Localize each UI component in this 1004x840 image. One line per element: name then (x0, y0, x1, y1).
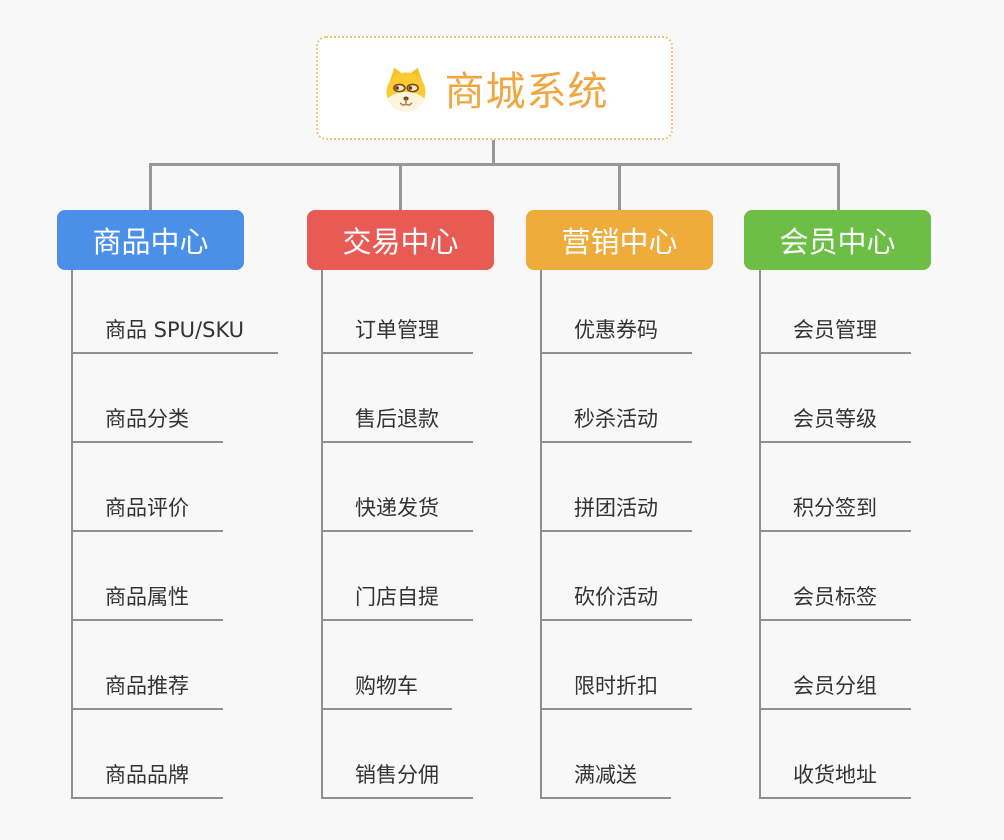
topic-item: 销售分佣 (323, 710, 473, 799)
topic-label[interactable]: 购物车 (323, 670, 452, 710)
topic-label[interactable]: 会员等级 (761, 403, 911, 443)
branch-node-product-center[interactable]: 商品中心 (57, 210, 244, 270)
topic-item: 会员等级 (761, 354, 911, 443)
topic-label[interactable]: 销售分佣 (323, 759, 473, 799)
root-title: 商城系统 (444, 69, 609, 115)
topic-label[interactable]: 商品属性 (73, 581, 223, 621)
topic-item: 购物车 (323, 621, 473, 710)
topic-label[interactable]: 快递发货 (323, 492, 473, 532)
topic-label[interactable]: 商品推荐 (73, 670, 223, 710)
topic-label[interactable]: 会员分组 (761, 670, 911, 710)
topic-item: 商品评价 (73, 443, 278, 532)
topic-item: 秒杀活动 (542, 354, 692, 443)
topic-item: 积分签到 (761, 443, 911, 532)
topic-item: 砍价活动 (542, 532, 692, 621)
topic-column-trade: 订单管理 售后退款 快递发货 门店自提 购物车 销售分佣 (321, 270, 473, 799)
topic-label[interactable]: 商品评价 (73, 492, 223, 532)
topic-label[interactable]: 门店自提 (323, 581, 473, 621)
topic-column-member: 会员管理 会员等级 积分签到 会员标签 会员分组 收货地址 (759, 270, 911, 799)
topic-item: 优惠券码 (542, 270, 692, 354)
topic-item: 商品品牌 (73, 710, 278, 799)
topic-label[interactable]: 商品 SPU/SKU (73, 314, 279, 354)
topic-item: 门店自提 (323, 532, 473, 621)
connector-horizontal-rail (149, 163, 840, 166)
topic-label[interactable]: 砍价活动 (542, 581, 692, 621)
branch-node-trade-center[interactable]: 交易中心 (307, 210, 494, 270)
topic-label[interactable]: 会员管理 (761, 314, 911, 354)
topic-label[interactable]: 收货地址 (761, 759, 911, 799)
topic-item: 快递发货 (323, 443, 473, 532)
topic-item: 订单管理 (323, 270, 473, 354)
topic-item: 拼团活动 (542, 443, 692, 532)
topic-item: 商品属性 (73, 532, 278, 621)
topic-column-marketing: 优惠券码 秒杀活动 拼团活动 砍价活动 限时折扣 满减送 (540, 270, 692, 799)
topic-item: 会员标签 (761, 532, 911, 621)
topic-label[interactable]: 满减送 (542, 759, 671, 799)
topic-item: 商品推荐 (73, 621, 278, 710)
topic-label[interactable]: 限时折扣 (542, 670, 692, 710)
topic-label[interactable]: 会员标签 (761, 581, 911, 621)
topic-label[interactable]: 积分签到 (761, 492, 911, 532)
connector-drop-marketing (618, 163, 621, 210)
dog-face-icon (385, 67, 426, 112)
topic-label[interactable]: 秒杀活动 (542, 403, 692, 443)
branch-node-member-center[interactable]: 会员中心 (744, 210, 931, 270)
topic-item: 商品 SPU/SKU (73, 270, 279, 354)
topic-item: 限时折扣 (542, 621, 692, 710)
connector-drop-product (149, 163, 152, 210)
connector-drop-member (837, 163, 840, 210)
topic-label[interactable]: 订单管理 (323, 314, 473, 354)
topic-label[interactable]: 优惠券码 (542, 314, 692, 354)
topic-label[interactable]: 商品分类 (73, 403, 223, 443)
topic-label[interactable]: 商品品牌 (73, 759, 223, 799)
topic-item: 收货地址 (761, 710, 911, 799)
root-node[interactable]: 商城系统 (316, 36, 673, 140)
connector-drop-trade (399, 163, 402, 210)
topic-label[interactable]: 售后退款 (323, 403, 473, 443)
topic-label[interactable]: 拼团活动 (542, 492, 692, 532)
topic-item: 售后退款 (323, 354, 473, 443)
topic-column-product: 商品 SPU/SKU 商品分类 商品评价 商品属性 商品推荐 商品品牌 (71, 270, 279, 799)
branch-node-marketing-center[interactable]: 营销中心 (526, 210, 713, 270)
topic-item: 满减送 (542, 710, 692, 799)
topic-item: 会员管理 (761, 270, 911, 354)
connector-root-stub (492, 140, 495, 164)
topic-item: 商品分类 (73, 354, 278, 443)
topic-item: 会员分组 (761, 621, 911, 710)
